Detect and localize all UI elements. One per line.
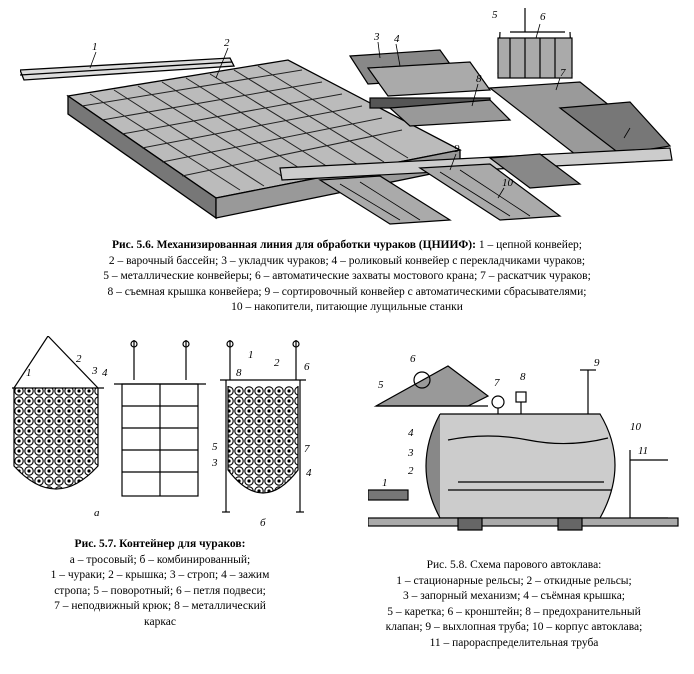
fig56-label-6: 6 bbox=[540, 11, 546, 23]
fig58-caption-line: 1 – стационарные рельсы; 2 – откидные ре… bbox=[396, 574, 632, 587]
fig56-caption-line: 10 – накопители, питающие лущильные стан… bbox=[231, 301, 463, 313]
fig58-label-10: 10 bbox=[630, 421, 642, 433]
fig58-label-6: 6 bbox=[410, 353, 416, 365]
fig58-label-7: 7 bbox=[494, 377, 500, 389]
fig58-caption-line: 11 – парораспределительная труба bbox=[429, 636, 599, 649]
fig57-caption-line: а – тросовый; б – комбинированный; bbox=[69, 553, 251, 566]
fig56-caption-title: Рис. 5.6. Механизированная линия для обр… bbox=[112, 239, 582, 251]
fig58-label-4: 4 bbox=[408, 427, 414, 439]
fig56-label-5: 5 bbox=[492, 9, 498, 21]
fig57-label-a: a bbox=[94, 507, 100, 519]
fig56-label-9: 9 bbox=[454, 143, 460, 155]
fig56-label-3: 3 bbox=[373, 31, 380, 43]
fig57-caption-line: каркас bbox=[144, 615, 176, 628]
fig57-label-3: 3 bbox=[91, 365, 98, 377]
figure-5-7-caption: Рис. 5.7. Контейнер для чураков: а – тро… bbox=[0, 537, 320, 630]
fig57-label-2b: 2 bbox=[274, 357, 280, 369]
fig57-caption-title: Рис. 5.7. Контейнер для чураков: bbox=[74, 538, 246, 550]
fig57-label-2: 2 bbox=[76, 353, 82, 365]
fig57-caption-line: стропа; 5 – поворотный; 6 – петля подвес… bbox=[54, 584, 266, 597]
fig56-label-10: 10 bbox=[502, 177, 514, 189]
figure-5-6-drawing: 1 2 3 4 8 5 6 7 9 10 bbox=[20, 8, 680, 236]
fig58-label-11: 11 bbox=[638, 445, 648, 457]
fig56-caption-line: 8 – съемная крышка конвейера; 9 – сортир… bbox=[107, 285, 587, 298]
fig58-label-9: 9 bbox=[594, 357, 600, 369]
fig58-label-8: 8 bbox=[520, 371, 526, 383]
fig58-label-1: 1 bbox=[382, 477, 388, 489]
fig57-caption-line: 1 – чураки; 2 – крышка; 3 – строп; 4 – з… bbox=[50, 569, 270, 581]
figure-5-6-caption: Рис. 5.6. Механизированная линия для обр… bbox=[10, 238, 684, 316]
fig57-label-4: 4 bbox=[102, 367, 108, 379]
fig58-label-3: 3 bbox=[407, 447, 414, 459]
fig57-label-8: 8 bbox=[236, 367, 242, 379]
fig57-label-7: 7 bbox=[304, 443, 310, 455]
fig56-label-2: 2 bbox=[224, 37, 230, 49]
fig56-label-1: 1 bbox=[92, 41, 98, 53]
figure-5-8-drawing: 6 5 7 8 9 4 3 2 1 10 11 bbox=[368, 340, 688, 540]
fig58-caption-title: Рис. 5.8. Схема парового автоклава: bbox=[426, 559, 602, 571]
fig56-label-8: 8 bbox=[476, 73, 482, 85]
fig58-caption-line: 3 – запорный механизм; 4 – съёмная крышк… bbox=[402, 590, 625, 602]
fig57-label-1b: 1 bbox=[248, 349, 254, 361]
fig56-label-7: 7 bbox=[560, 67, 566, 79]
fig58-caption-line: 5 – каретка; 6 – кронштейн; 8 – предохра… bbox=[387, 605, 641, 618]
fig56-caption-line: 5 – металлические конвейеры; 6 – автомат… bbox=[103, 270, 591, 282]
fig57-label-b: б bbox=[260, 517, 266, 528]
fig58-caption-line: клапан; 9 – выхлопная труба; 10 – корпус… bbox=[385, 621, 643, 633]
fig56-caption-line: 2 – варочный бассейн; 3 – укладчик чурак… bbox=[108, 254, 586, 267]
fig56-label-4: 4 bbox=[394, 33, 400, 45]
fig57-label-3b: 3 bbox=[211, 457, 218, 469]
fig57-caption-line: 7 – неподвижный крюк; 8 – металлический bbox=[54, 600, 266, 612]
fig58-label-2: 2 bbox=[408, 465, 414, 477]
fig57-label-5: 5 bbox=[212, 441, 218, 453]
figure-5-7-drawing: 1 2 3 4 a 1 2 8 5 3 7 б 4 6 bbox=[4, 336, 334, 528]
fig57-label-6: 6 bbox=[304, 361, 310, 373]
fig57-label-1: 1 bbox=[26, 367, 32, 379]
fig58-label-5: 5 bbox=[378, 379, 384, 391]
fig57-label-4b: 4 bbox=[306, 467, 312, 479]
figure-5-8-caption: Рис. 5.8. Схема парового автоклава: 1 – … bbox=[344, 558, 684, 651]
